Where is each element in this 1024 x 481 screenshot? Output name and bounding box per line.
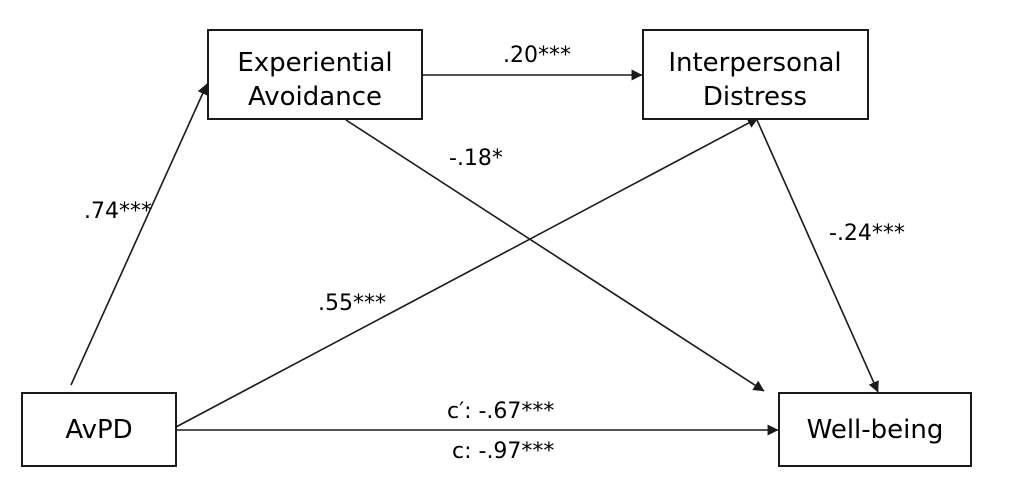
path-avpd-to-experiential-avoidance-arrow	[70, 83, 208, 386]
avpd-label: AvPD	[65, 415, 132, 445]
path-interpersonal-distress-to-well-being-arrow	[756, 119, 879, 393]
experiential-avoidance-label-line1: Experiential	[237, 48, 392, 78]
well-being-box	[778, 392, 972, 467]
node-interpersonal-distress: Interpersonal Distress	[642, 29, 869, 120]
path-experiential-avoidance-to-well-being-arrow	[345, 119, 765, 392]
interpersonal-distress-label-line1: Interpersonal	[668, 48, 841, 78]
path-experiential-avoidance-to-interpersonal-distress-label: .20***	[503, 43, 571, 68]
interpersonal-distress-label-line2: Distress	[703, 82, 807, 112]
path-experiential-avoidance-to-well-being-label: -.18*	[449, 146, 503, 171]
well-being-label: Well-being	[807, 415, 944, 445]
node-well-being: Well-being	[778, 392, 972, 467]
interpersonal-distress-box	[642, 29, 869, 120]
total-effect-c-label: c: -.97***	[452, 439, 554, 464]
path-avpd-to-interpersonal-distress-label: .55***	[318, 291, 386, 316]
node-experiential-avoidance: Experiential Avoidance	[207, 29, 423, 120]
path-avpd-to-experiential-avoidance-label: .74***	[84, 199, 152, 224]
experiential-avoidance-box	[207, 29, 423, 120]
path-avpd-to-interpersonal-distress-arrow	[175, 117, 759, 428]
node-avpd: AvPD	[21, 392, 177, 467]
avpd-box	[21, 392, 177, 467]
experiential-avoidance-label-line2: Avoidance	[248, 82, 382, 112]
direct-effect-c-prime-label: c′: -.67***	[447, 399, 554, 424]
path-interpersonal-distress-to-well-being-label: -.24***	[829, 221, 905, 246]
